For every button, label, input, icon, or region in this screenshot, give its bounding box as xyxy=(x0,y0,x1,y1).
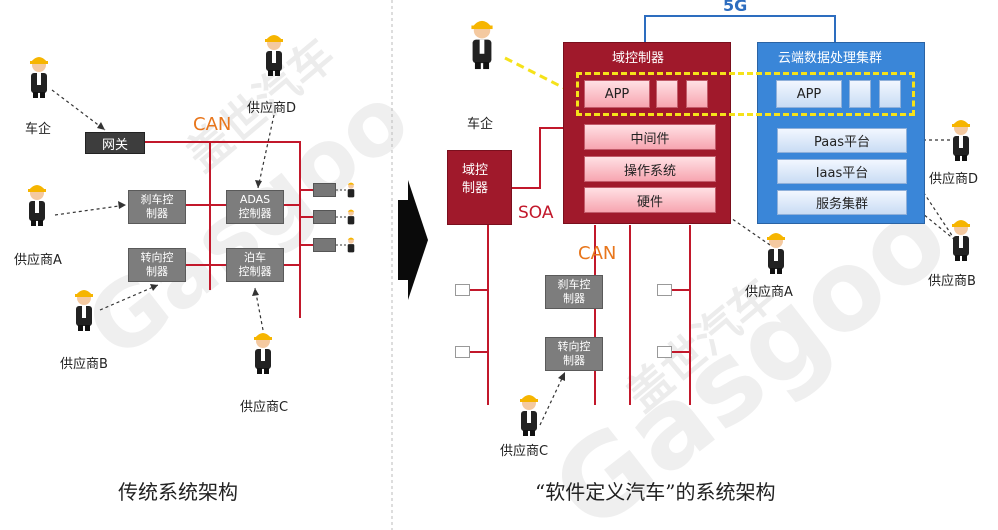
worker-icon xyxy=(471,20,493,70)
side-domain-controller xyxy=(447,150,512,225)
right-oem-label: 车企 xyxy=(467,117,494,132)
service-cluster-box: 服务集群 xyxy=(777,190,907,215)
worker-icon xyxy=(952,220,970,261)
worker-icon xyxy=(347,237,355,253)
worker-icon xyxy=(265,35,283,76)
app-box-right: APP xyxy=(776,80,842,108)
left-oem-label: 车企 xyxy=(25,122,52,137)
paas-box: Paas平台 xyxy=(777,128,907,153)
worker-icon xyxy=(75,290,93,331)
worker-icon xyxy=(520,395,538,436)
parking-ecu: 泊车 控制器 xyxy=(226,248,284,282)
adas-ecu: ADAS 控制器 xyxy=(226,190,284,224)
right-supplier-d-label: 供应商D xyxy=(929,172,979,187)
left-brake-ecu: 刹车控 制器 xyxy=(128,190,186,224)
right-supplier-b-label: 供应商B xyxy=(928,274,976,289)
soa-label: SOA xyxy=(518,203,554,223)
cloud-app-slot-2 xyxy=(879,80,901,108)
right-can-label: CAN xyxy=(578,243,617,264)
app-box-left: APP xyxy=(584,80,650,108)
right-steering-ecu: 转向控 制器 xyxy=(545,337,603,371)
right-caption: “软件定义汽车”的系统架构 xyxy=(535,480,776,504)
cloud-app-slot-1 xyxy=(849,80,871,108)
gateway-box: 网关 xyxy=(85,132,145,154)
left-supplier-b-label: 供应商B xyxy=(60,357,108,372)
worker-icon xyxy=(347,209,355,225)
app-slot-2 xyxy=(686,80,708,108)
left-supplier-d-label: 供应商D xyxy=(247,101,297,116)
hardware-box: 硬件 xyxy=(584,187,716,213)
right-supplier-a-label: 供应商A xyxy=(745,285,793,300)
left-node-3 xyxy=(313,238,336,252)
right-brake-ecu: 刹车控 制器 xyxy=(545,275,603,309)
five-g-label: 5G xyxy=(723,0,748,15)
worker-icon xyxy=(952,120,970,161)
app-highlight-frame xyxy=(576,72,915,116)
arrow-right-icon xyxy=(398,180,428,300)
os-box: 操作系统 xyxy=(584,156,716,182)
app-slot-1 xyxy=(656,80,678,108)
left-can-label: CAN xyxy=(193,114,232,135)
worker-icon xyxy=(767,233,785,274)
right-node-1 xyxy=(455,284,470,296)
left-supplier-c-label: 供应商C xyxy=(240,400,289,415)
iaas-box: Iaas平台 xyxy=(777,159,907,184)
right-node-2 xyxy=(455,346,470,358)
worker-icon xyxy=(30,57,48,98)
worker-icon xyxy=(28,185,46,226)
left-node-1 xyxy=(313,183,336,197)
cloud-cluster-title: 云端数据处理集群 xyxy=(778,51,883,66)
middleware-box: 中间件 xyxy=(584,124,716,150)
left-steering-ecu: 转向控 制器 xyxy=(128,248,186,282)
left-node-2 xyxy=(313,210,336,224)
side-domain-controller-label: 域控 制器 xyxy=(462,163,489,196)
worker-icon xyxy=(254,333,272,374)
domain-controller-title: 域控制器 xyxy=(612,51,665,66)
right-node-4 xyxy=(657,346,672,358)
right-supplier-c-label: 供应商C xyxy=(500,444,549,459)
worker-icon xyxy=(347,182,355,198)
left-caption: 传统系统架构 xyxy=(118,480,238,504)
right-node-3 xyxy=(657,284,672,296)
left-supplier-a-label: 供应商A xyxy=(14,253,62,268)
